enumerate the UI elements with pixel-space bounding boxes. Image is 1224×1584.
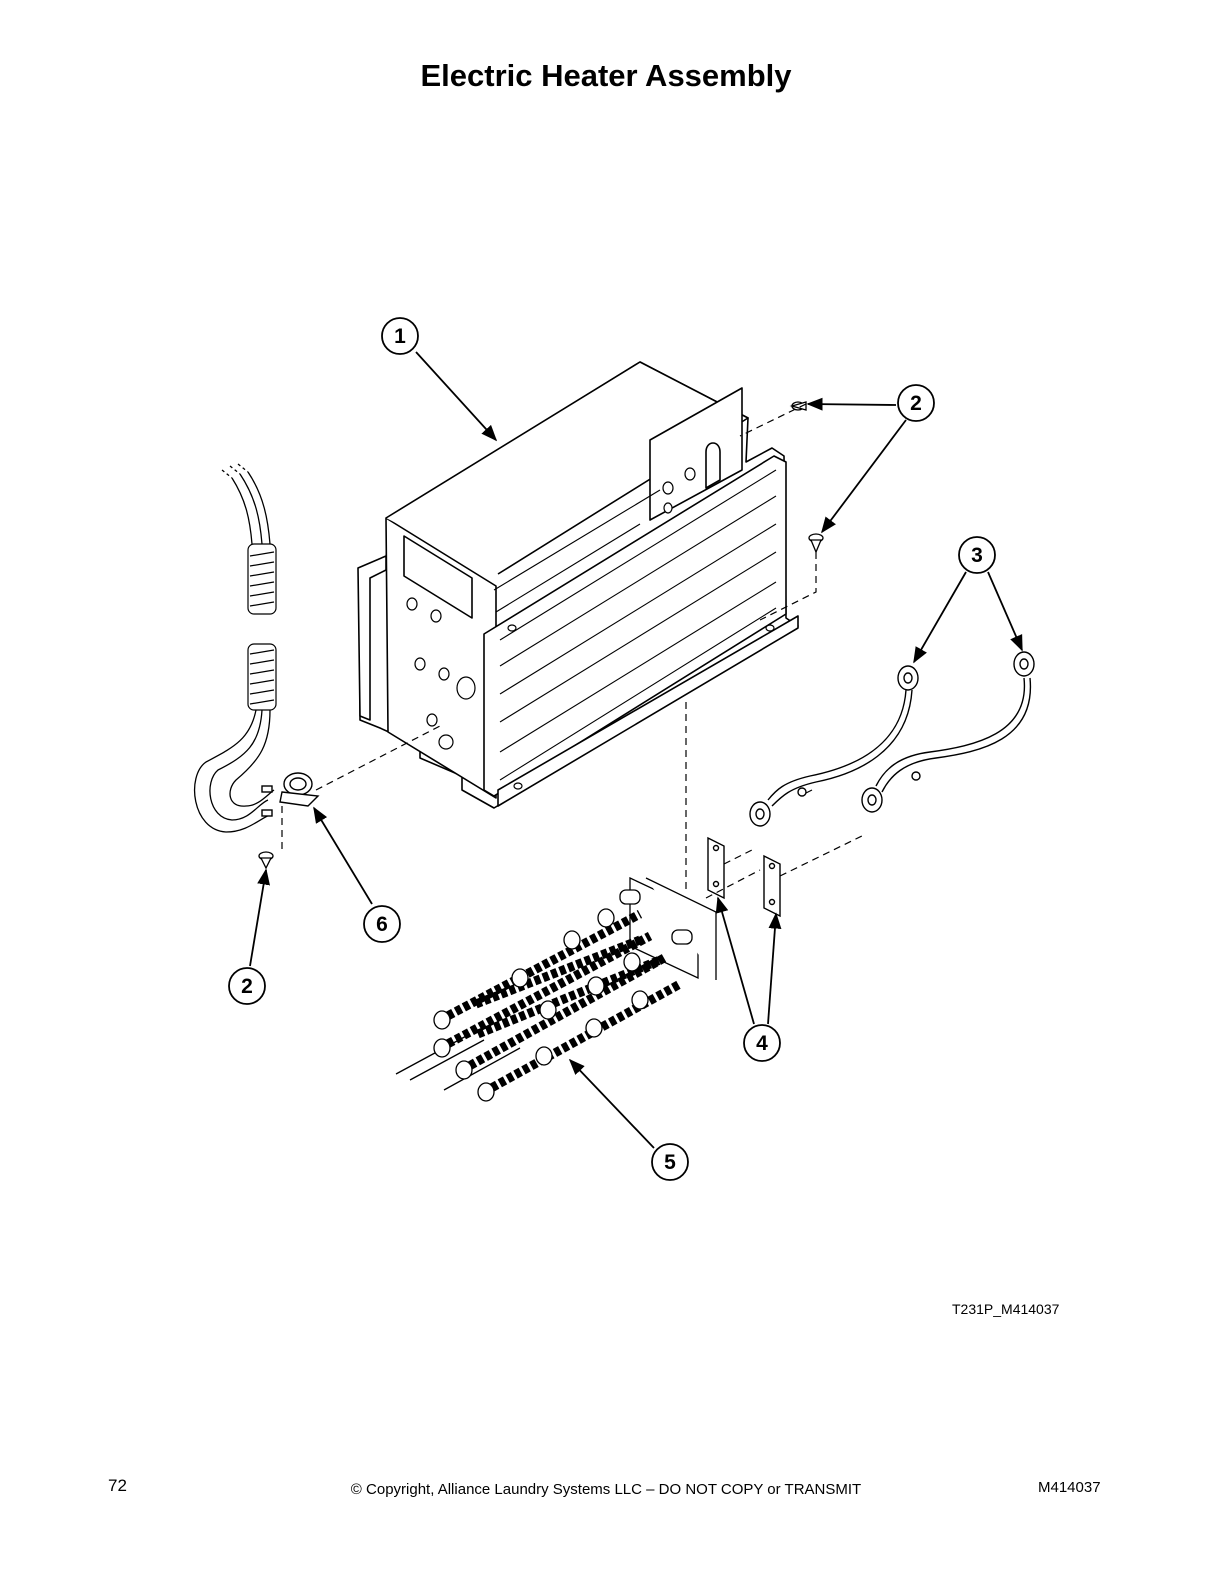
leader-arrow <box>987 571 1023 652</box>
callout-label: 5 <box>664 1151 676 1174</box>
thermostat <box>261 772 320 817</box>
callout-circle <box>363 905 401 943</box>
callout-bubble: 6 <box>363 905 401 943</box>
leader-arrows <box>249 351 1023 1149</box>
callout-bubble: 2 <box>228 967 266 1005</box>
callout-bubbles: 1 2 3 2 6 4 5 <box>228 317 996 1181</box>
leader-arrow <box>806 397 897 411</box>
callout-bubble: 4 <box>743 1024 781 1062</box>
callout-bubble: 3 <box>958 536 996 574</box>
callout-label: 4 <box>756 1032 768 1055</box>
callout-bubble: 1 <box>381 317 419 355</box>
leader-arrow <box>249 868 270 967</box>
ground-wire-left <box>767 689 913 807</box>
callout-label: 6 <box>376 913 388 936</box>
wire-harness <box>193 463 275 833</box>
callout-label: 1 <box>394 325 406 348</box>
page-title: Electric Heater Assembly <box>420 58 792 93</box>
callout-circle <box>958 536 996 574</box>
callout-label: 2 <box>241 975 253 998</box>
bracket-right <box>763 854 781 918</box>
leader-arrow <box>313 806 373 905</box>
leader-arrow <box>568 1058 655 1149</box>
callout-label: 2 <box>910 392 922 415</box>
heater-housing <box>357 361 799 809</box>
callout-bubble: 2 <box>897 384 935 422</box>
leader-arrow <box>715 896 755 1025</box>
leader-arrow <box>767 912 782 1025</box>
wire-sleeve <box>247 543 277 711</box>
ground-wire-right <box>875 677 1032 793</box>
figure-id: T231P_M414037 <box>952 1301 1060 1317</box>
heating-element <box>395 876 717 1091</box>
page-number: 72 <box>108 1476 127 1495</box>
coil-insulators <box>433 908 649 1102</box>
screw-middle <box>808 533 824 554</box>
document-number: M414037 <box>1038 1479 1101 1496</box>
callout-circle <box>897 384 935 422</box>
heating-coils <box>437 910 683 1096</box>
callout-circle <box>651 1143 689 1181</box>
leader-arrow <box>821 419 907 534</box>
callout-circle <box>381 317 419 355</box>
ring-terminals <box>749 651 1035 827</box>
leader-arrow <box>913 571 967 664</box>
assembly-lines <box>281 403 867 899</box>
housing-ribs <box>493 469 777 781</box>
callout-label: 3 <box>971 544 983 567</box>
bracket-left <box>707 836 725 900</box>
callout-circle <box>228 967 266 1005</box>
screw-top <box>789 401 807 411</box>
housing-holes <box>406 467 775 790</box>
callout-circle <box>743 1024 781 1062</box>
screw-bottom <box>258 851 274 870</box>
copyright-notice: © Copyright, Alliance Laundry Systems LL… <box>350 1481 862 1498</box>
leader-arrow <box>415 351 498 442</box>
callout-bubble: 5 <box>651 1143 689 1181</box>
